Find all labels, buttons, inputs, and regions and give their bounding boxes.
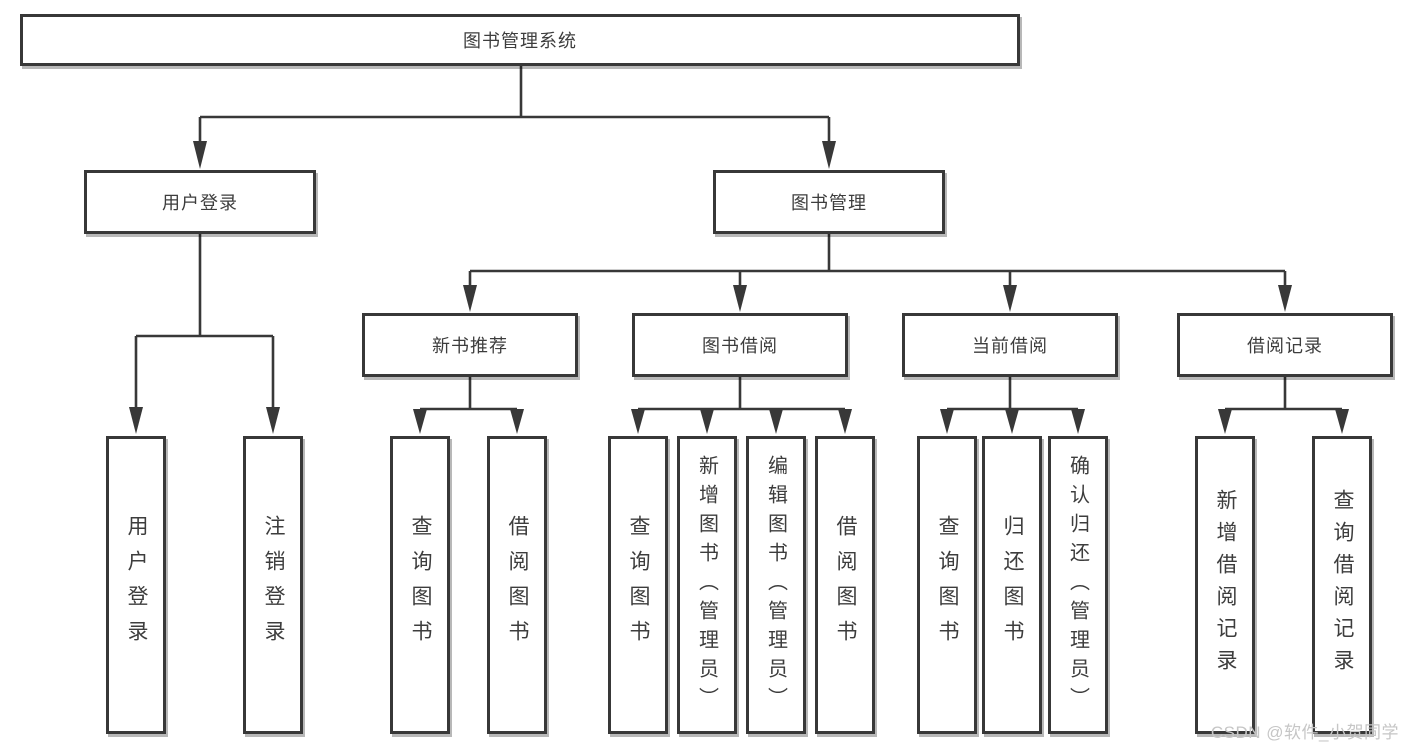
arrowhead	[700, 409, 714, 434]
leaf-borrow-books-recommend: 借阅图书	[487, 436, 547, 734]
node-root-label: 图书管理系统	[463, 31, 577, 51]
leaf-query-books-borrow: 查询图书	[608, 436, 668, 734]
arrowhead	[413, 409, 427, 434]
node-current-borrow: 当前借阅	[902, 313, 1118, 377]
arrowhead	[1005, 409, 1019, 434]
node-borrow-records-label: 借阅记录	[1247, 336, 1323, 356]
leaf-add-borrow-record-label: 新增借阅记录	[1214, 489, 1237, 681]
leaf-query-books-current: 查询图书	[917, 436, 977, 734]
leaf-return-book: 归还图书	[982, 436, 1042, 734]
arrowhead	[631, 409, 645, 434]
arrowhead	[193, 141, 207, 169]
leaf-user-login-label: 用户登录	[125, 515, 148, 655]
node-borrow-records: 借阅记录	[1177, 313, 1393, 377]
node-book-borrow: 图书借阅	[632, 313, 848, 377]
leaf-add-book-admin: 新增图书（管理员）	[677, 436, 737, 734]
node-user-login-label: 用户登录	[162, 193, 238, 213]
leaf-return-book-label: 归还图书	[1001, 515, 1024, 655]
node-new-book-recommend-label: 新书推荐	[432, 336, 508, 356]
leaf-borrow-book-label: 借阅图书	[834, 515, 857, 655]
arrowhead	[266, 407, 280, 434]
leaf-user-login: 用户登录	[106, 436, 166, 734]
arrowhead	[1278, 285, 1292, 312]
node-book-management: 图书管理	[713, 170, 945, 234]
arrowhead	[940, 409, 954, 434]
leaf-query-books-borrow-label: 查询图书	[627, 515, 650, 655]
arrowhead	[838, 409, 852, 434]
arrowhead	[733, 285, 747, 312]
leaf-add-borrow-record: 新增借阅记录	[1195, 436, 1255, 734]
leaf-confirm-return-admin: 确认归还（管理员）	[1048, 436, 1108, 734]
leaf-add-book-admin-label: 新增图书（管理员）	[695, 454, 718, 716]
arrowhead	[769, 409, 783, 434]
arrowhead	[129, 407, 143, 434]
leaf-edit-book-admin: 编辑图书（管理员）	[746, 436, 806, 734]
leaf-borrow-book: 借阅图书	[815, 436, 875, 734]
leaf-edit-book-admin-label: 编辑图书（管理员）	[764, 454, 787, 716]
arrowhead	[1071, 409, 1085, 434]
node-new-book-recommend: 新书推荐	[362, 313, 578, 377]
leaf-borrow-books-recommend-label: 借阅图书	[506, 515, 529, 655]
node-book-borrow-label: 图书借阅	[702, 336, 778, 356]
leaf-query-books-recommend: 查询图书	[390, 436, 450, 734]
leaf-query-books-current-label: 查询图书	[936, 515, 959, 655]
leaf-query-borrow-record: 查询借阅记录	[1312, 436, 1372, 734]
arrowhead	[1218, 409, 1232, 434]
arrowhead	[463, 285, 477, 312]
arrowhead	[1335, 409, 1349, 434]
arrowhead	[1003, 285, 1017, 312]
leaf-logout-label: 注销登录	[262, 515, 285, 655]
node-user-login: 用户登录	[84, 170, 316, 234]
node-book-management-label: 图书管理	[791, 193, 867, 213]
watermark: CSDN @软件_小贺同学	[1210, 723, 1399, 742]
leaf-confirm-return-admin-label: 确认归还（管理员）	[1066, 454, 1089, 716]
node-current-borrow-label: 当前借阅	[972, 336, 1048, 356]
arrowhead	[822, 141, 836, 169]
leaf-query-books-recommend-label: 查询图书	[409, 515, 432, 655]
arrowhead	[510, 409, 524, 434]
leaf-query-borrow-record-label: 查询借阅记录	[1331, 489, 1354, 681]
node-root: 图书管理系统	[20, 14, 1020, 66]
leaf-logout: 注销登录	[243, 436, 303, 734]
